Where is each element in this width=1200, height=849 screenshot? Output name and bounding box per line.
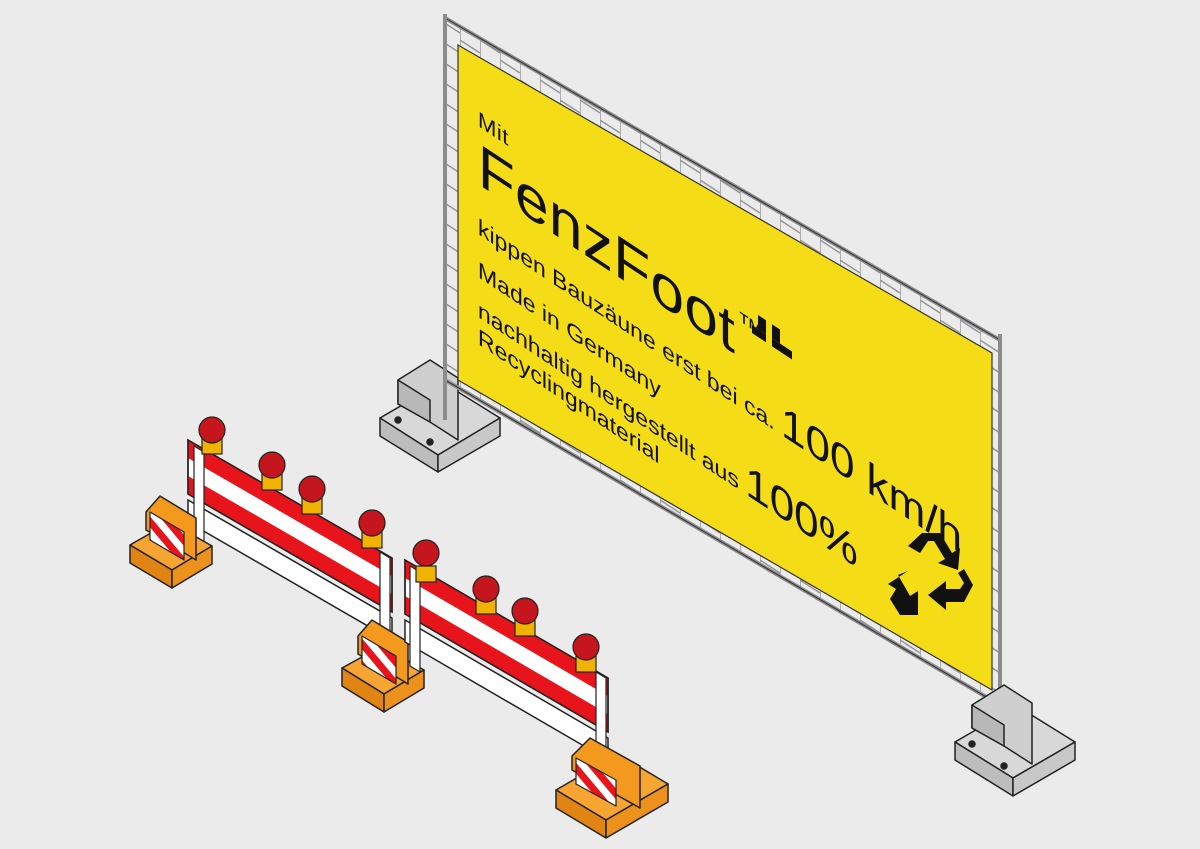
warning-lamp <box>358 509 386 549</box>
warning-lamp <box>412 539 440 583</box>
warning-lamp <box>572 633 600 673</box>
barrier-foot <box>129 495 213 589</box>
warning-lamp <box>258 451 286 491</box>
barrier-set-rear <box>129 416 425 713</box>
barrier-set-front <box>404 539 669 839</box>
fence-banner <box>457 43 993 692</box>
barrier-foot <box>341 619 425 713</box>
warning-lamp <box>511 597 539 637</box>
fence-foot-right <box>954 684 1076 797</box>
construction-fence <box>379 14 1076 797</box>
fenzfoot-logo-icon <box>752 315 792 360</box>
warning-lamp <box>198 416 226 455</box>
recycle-icon <box>888 533 973 615</box>
fence-foot-left <box>379 359 501 473</box>
warning-lamp <box>472 575 500 615</box>
barrier-foot <box>555 737 669 839</box>
warning-lamp <box>298 475 326 515</box>
